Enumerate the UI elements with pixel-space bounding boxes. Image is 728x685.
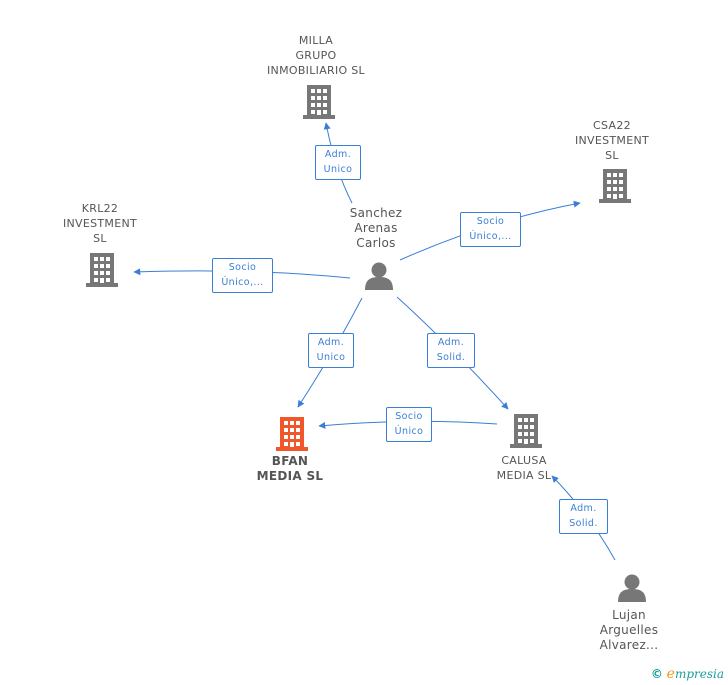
node-label-milla[interactable]: MILLA GRUPO INMOBILIARIO SL	[267, 34, 365, 77]
empresia-watermark: © empresia	[651, 666, 724, 682]
edge-label-sanchez-krl22: Socio Único,...	[212, 258, 273, 293]
milla-building-icon[interactable]	[303, 85, 335, 119]
node-label-bfan[interactable]: BFAN MEDIA SL	[256, 454, 324, 483]
node-label-csa22[interactable]: CSA22 INVESTMENT SL	[574, 119, 650, 162]
edge-label-sanchez-csa22: Socio Único,...	[460, 212, 521, 247]
node-label-sanchez[interactable]: Sanchez Arenas Carlos	[349, 206, 403, 250]
edge-label-sanchez-milla: Adm. Unico	[315, 145, 361, 180]
csa22-building-icon[interactable]	[599, 169, 631, 203]
krl22-building-icon[interactable]	[86, 253, 118, 287]
edge-label-lujan-calusa: Adm. Solid.	[559, 499, 608, 534]
bfan-building-icon[interactable]	[276, 417, 308, 451]
edge-label-calusa-bfan: Socio Único	[386, 407, 432, 442]
calusa-building-icon[interactable]	[510, 414, 542, 448]
node-label-lujan[interactable]: Lujan Arguelles Alvarez...	[599, 608, 659, 652]
empresia-logo: empresia	[666, 666, 724, 682]
copyright-icon: ©	[650, 667, 663, 681]
node-label-calusa[interactable]: CALUSA MEDIA SL	[496, 454, 552, 482]
lujan-person-icon[interactable]	[618, 574, 646, 603]
edge-label-sanchez-calusa: Adm. Solid.	[427, 333, 475, 368]
sanchez-person-icon[interactable]	[365, 262, 393, 291]
edge-label-sanchez-bfan: Adm. Unico	[308, 333, 354, 368]
node-label-krl22[interactable]: KRL22 INVESTMENT SL	[62, 202, 138, 245]
